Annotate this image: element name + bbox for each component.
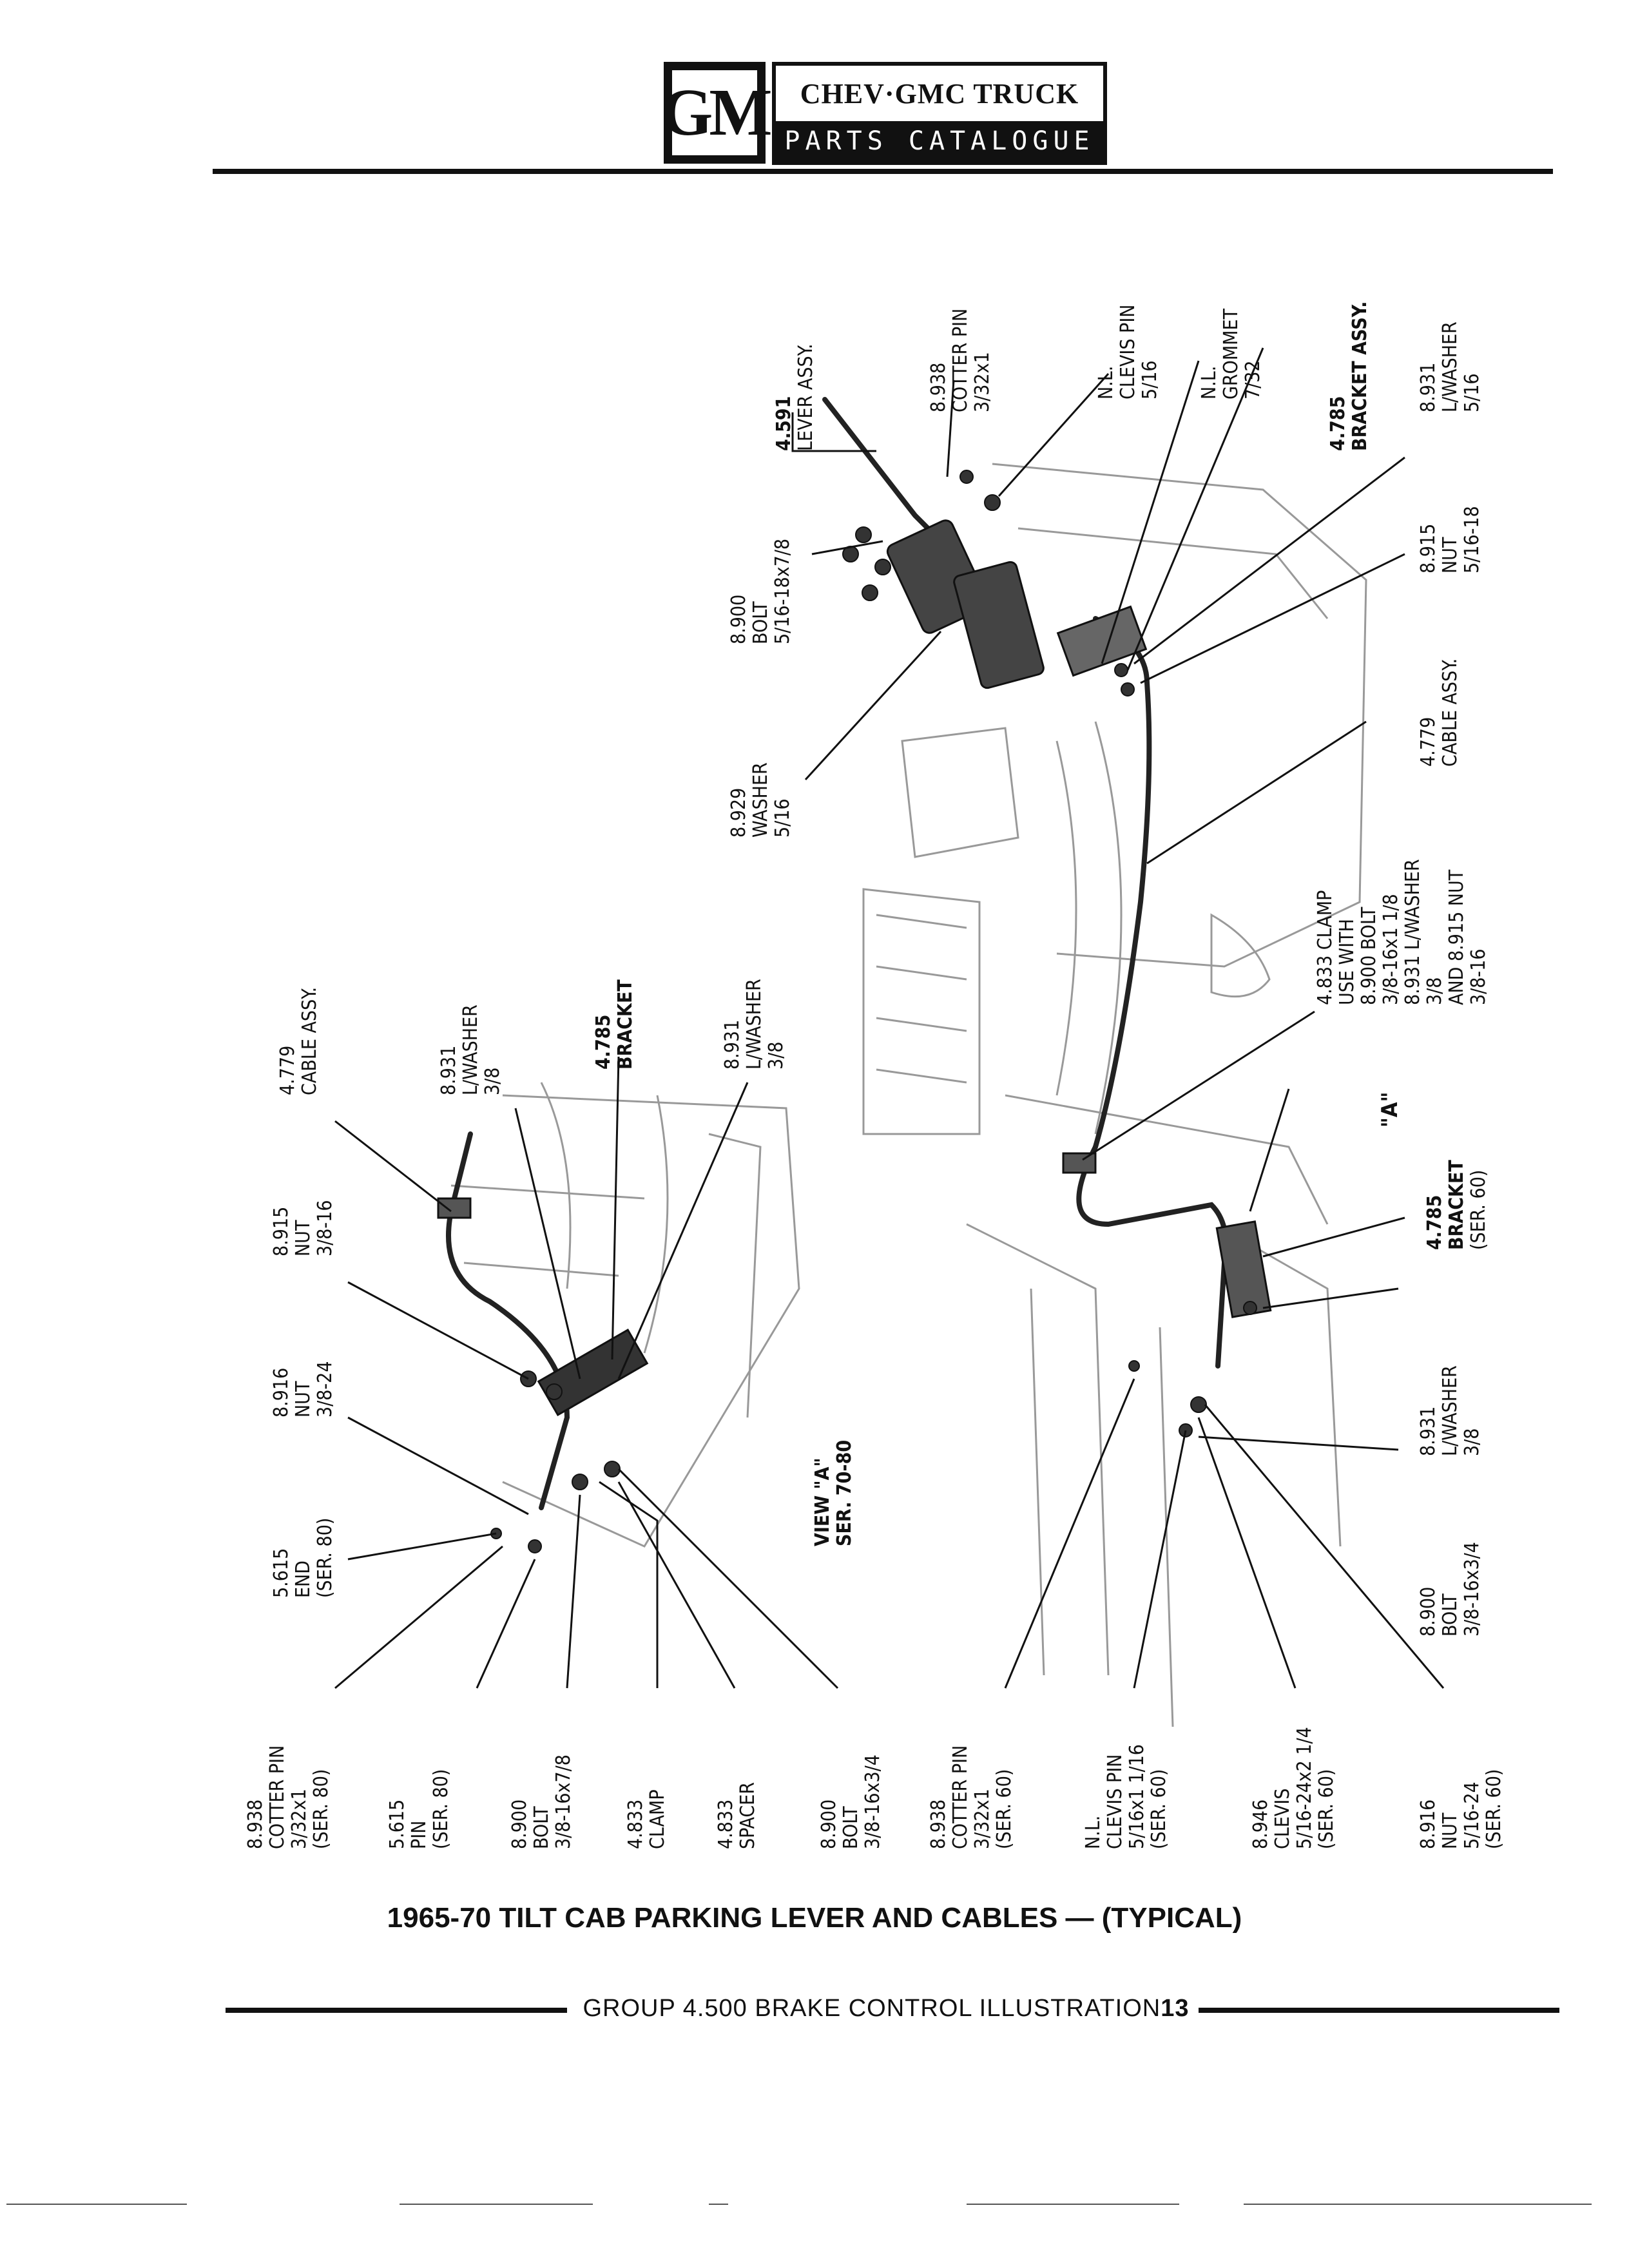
callout-lwasher-left-2: 8.931 L/WASHER 3/8	[721, 979, 787, 1070]
callout-lever-assy: 4.591 LEVER ASSY.	[773, 343, 817, 451]
callout-nut-upper: 8.915 NUT 5/16-18	[1417, 506, 1483, 573]
callout-cable-assy-upper: 4.779 CABLE ASSY.	[1417, 658, 1461, 767]
callout-cable-assy-left: 4.779 CABLE ASSY.	[276, 986, 321, 1095]
callout-pin-ser80: 5.615 PIN (SER. 80)	[386, 1769, 452, 1849]
scan-dash	[967, 2204, 1179, 2205]
callout-bolt-upper: 8.900 BOLT 5/16-18x7/8	[728, 538, 794, 644]
callout-nut-3824-left: 8.916 NUT 3/8-24	[270, 1361, 336, 1418]
callout-bolt-right: 8.900 BOLT 3/8-16x3/4	[1417, 1542, 1483, 1637]
gm-logo: GM	[660, 62, 773, 164]
callout-clevis-ser60: 8.946 CLEVIS 5/16-24x2 1/4 (SER. 60)	[1249, 1727, 1338, 1849]
scan-dash	[709, 2204, 728, 2205]
footer-text: GROUP 4.500 BRAKE CONTROL ILLUSTRATION13	[583, 1995, 1190, 2022]
figure-caption: 1965-70 TILT CAB PARKING LEVER AND CABLE…	[387, 1902, 1242, 1934]
callout-cotter-pin-upper: 8.938 COTTER PIN 3/32x1	[927, 308, 994, 412]
scan-dash	[6, 2204, 187, 2205]
view-a-label: VIEW "A" SER. 70-80	[811, 1439, 856, 1546]
callout-cotter-pin-ser80: 8.938 COTTER PIN 3/32x1 (SER. 80)	[244, 1745, 333, 1849]
catalogue-title-box: CHEV·GMC TRUCK PARTS CATALOGUE	[772, 62, 1107, 165]
footer-rule-left	[226, 2008, 567, 2013]
callout-clevis-pin-ser60: N.L. CLEVIS PIN 5/16x1 1/16 (SER. 60)	[1082, 1744, 1170, 1849]
callout-nut-left: 8.915 NUT 3/8-16	[270, 1200, 336, 1256]
title-line-2: PARTS CATALOGUE	[776, 121, 1103, 161]
callout-clevis-pin-upper: N.L. CLEVIS PIN 5/16	[1095, 304, 1161, 399]
scan-dash	[1244, 2204, 1592, 2205]
callout-bracket-right: 4.785 BRACKET (SER. 60)	[1423, 1160, 1490, 1250]
callout-washer-upper: 8.929 WASHER 5/16	[728, 762, 794, 838]
illustration-number: 13	[1161, 1995, 1190, 2022]
logo-text: GM	[660, 75, 772, 149]
callout-bracket-left: 4.785 BRACKET	[592, 979, 637, 1070]
header-rule	[213, 169, 1553, 174]
parts-diagram	[334, 347, 1445, 1727]
scan-dash	[400, 2204, 593, 2205]
callout-spacer: 4.833 SPACER	[715, 1782, 759, 1849]
callout-cotter-pin-ser60: 8.938 COTTER PIN 3/32x1 (SER. 60)	[927, 1745, 1016, 1849]
callout-bracket-assy-upper: 4.785 BRACKET ASSY.	[1327, 301, 1371, 451]
callout-end-left: 5.615 END (SER. 80)	[270, 1517, 336, 1598]
callout-lwasher-left-1: 8.931 L/WASHER 3/8	[438, 1004, 504, 1095]
footer-rule-right	[1199, 2008, 1559, 2013]
callout-grommet: N.L. GROMMET 7/32	[1198, 308, 1264, 399]
callout-clamp-upper: 4.833 CLAMP USE WITH 8.900 BOLT 3/8-16x1…	[1314, 859, 1490, 1005]
callout-bolt-3816x78: 8.900 BOLT 3/8-16x7/8	[508, 1754, 575, 1849]
callout-lwasher-right: 8.931 L/WASHER 3/8	[1417, 1365, 1483, 1456]
page-footer: GROUP 4.500 BRAKE CONTROL ILLUSTRATION13	[0, 1995, 1629, 2031]
callout-bolt-3816x34-bottom: 8.900 BOLT 3/8-16x3/4	[818, 1754, 884, 1849]
title-line-1: CHEV·GMC TRUCK	[800, 77, 1079, 110]
callout-nut-ser60: 8.916 NUT 5/16-24 (SER. 60)	[1417, 1769, 1505, 1849]
callout-lwasher-upper: 8.931 L/WASHER 5/16	[1417, 322, 1483, 412]
marker-a: "A"	[1377, 1091, 1403, 1128]
callout-clamp-bottom: 4.833 CLAMP	[624, 1789, 669, 1849]
